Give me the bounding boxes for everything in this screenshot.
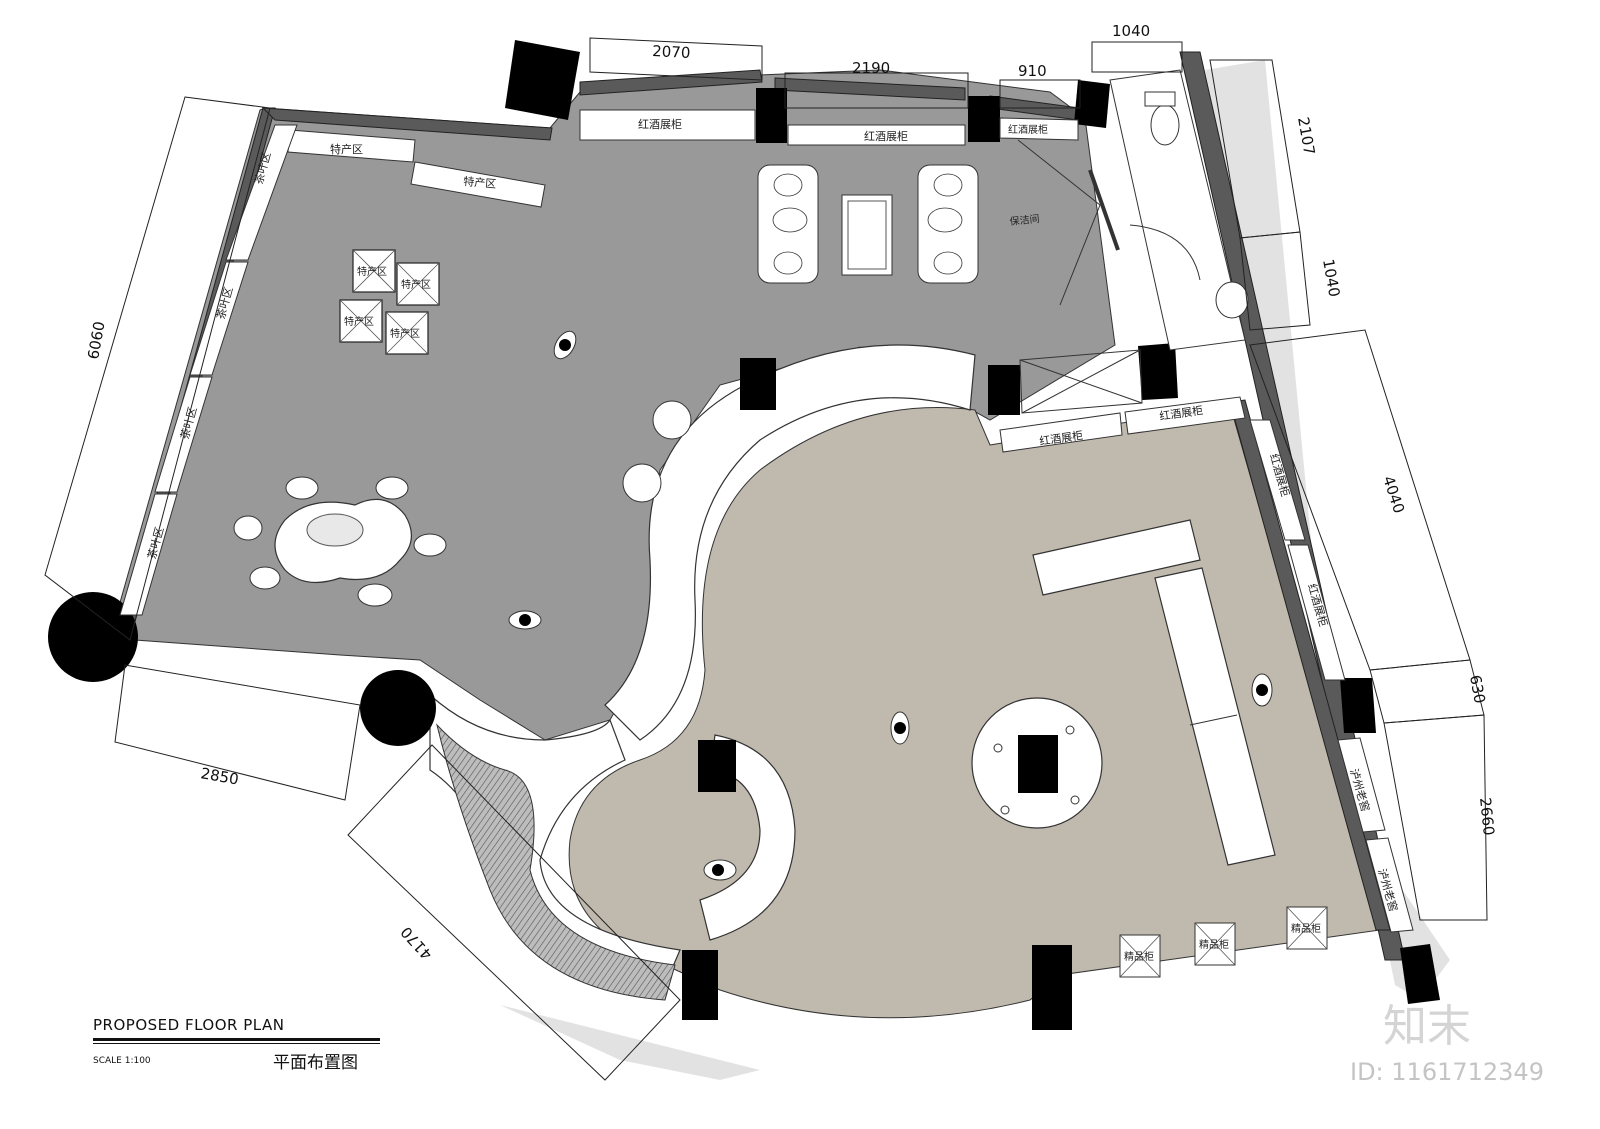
dimension-label: 1040 [1319,258,1343,299]
plan-title-chinese: 平面布置图 [273,1053,358,1073]
l-shaped-counter [1032,519,1276,866]
bar-stools [622,400,692,503]
tea-table-inlay [306,513,364,547]
dimension-label: 2850 [199,764,240,788]
dimension-label: 4170 [397,923,436,963]
dimension-label: 6060 [84,320,108,361]
title-rule [93,1038,380,1041]
dimension-label: 2070 [652,42,691,62]
title-block: PROPOSED FLOOR PLAN SCALE 1:100 平面布置图 [93,1016,393,1076]
display-plinth [1018,735,1058,793]
right-wine-cabinets [999,396,1346,681]
dimension-label: 2107 [1294,116,1318,157]
dimension-label: 2190 [852,59,890,77]
dimension-label: 1040 [1112,22,1150,40]
plan-title-english: PROPOSED FLOOR PLAN [93,1016,285,1034]
cleaning-room-label: 保洁间 [1009,212,1040,228]
dimension-label: 910 [1018,62,1047,80]
tea-stools [233,476,447,607]
restroom [1109,69,1249,351]
boutique-crosses [1119,906,1328,978]
specialty-area-label: 特产区 [463,174,497,191]
boutique-label: 精品柜 [1199,938,1229,951]
coffee-table-inner [847,200,887,270]
tea-cabinets [119,124,298,616]
hatched-ramp [436,723,676,1001]
boutique-label: 精品柜 [1291,922,1321,935]
cleaning-closet-wall [1088,169,1120,251]
closet-door-line [1059,204,1101,306]
boutique-label: 精品柜 [1124,950,1154,963]
specialty-cabinets [287,129,546,208]
luzhou-cabinets [1337,737,1414,933]
wine-cabinet-label: 红酒展柜 [638,118,682,131]
wine-cabinet-label: 红酒展柜 [864,130,908,143]
specialty-area-label: 特产区 [344,315,374,328]
wine-cabinet-label: 红酒展柜 [1008,123,1048,136]
people-figures [772,173,963,275]
top-wine-cabinets [579,109,1079,146]
dimension-lines [44,37,1488,1081]
closet-door-line [1017,139,1101,206]
dimension-label: 4040 [1379,474,1408,516]
specialty-area-label: 特产区 [357,265,387,278]
drop-shadows [500,60,1450,1080]
specialty-area-label: 特产区 [401,278,431,291]
watermark-brand: 知末 [1383,1001,1471,1052]
wine-cabinet-label: 红酒展柜 [1039,429,1084,448]
scale-label: SCALE 1:100 [93,1056,151,1066]
counter-divider [1189,714,1238,726]
display-stand-crosses [339,249,440,355]
table-dots [993,725,1080,815]
title-rule-thin [93,1043,380,1044]
columns [48,40,1440,1030]
wine-cabinet-label: 红酒展柜 [1159,404,1204,423]
specialty-area-label: 特产区 [390,327,420,340]
restroom-door-swing [1129,224,1201,281]
dimension-label: 2660 [1476,797,1498,837]
glass-partition [1019,349,1143,414]
walking-people [508,330,1273,881]
specialty-area-label: 特产区 [330,142,363,156]
dimension-label: 630 [1466,674,1489,705]
watermark-id: ID: 1161712349 [1350,1058,1544,1086]
reception-desk [699,734,796,941]
